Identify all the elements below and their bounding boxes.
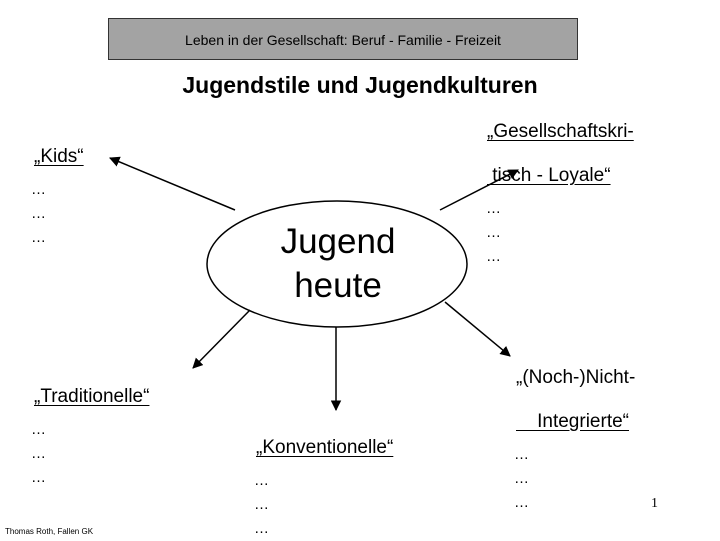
footer-author: Thomas Roth, Fallen GK	[5, 527, 94, 536]
list-item: …	[31, 445, 46, 462]
konventionelle-label: „Konventionelle“	[256, 437, 394, 458]
kids-items: … … …	[31, 178, 46, 250]
kids-label: „Kids“	[34, 146, 84, 167]
page-number: 1	[651, 496, 658, 511]
list-item: …	[31, 469, 46, 486]
traditionelle-label: „Traditionelle“	[34, 386, 150, 407]
center-ellipse	[206, 200, 468, 328]
arrow-to-kritisch	[439, 169, 519, 211]
header-text: Leben in der Gesellschaft: Beruf - Famil…	[185, 32, 501, 48]
list-item: …	[31, 421, 46, 438]
center-label: Jugend heute	[228, 220, 448, 308]
traditionelle-items: … … …	[31, 418, 46, 490]
list-item: …	[514, 446, 529, 463]
list-item: …	[254, 520, 269, 537]
list-item: …	[31, 229, 46, 246]
nichtintegrierte-label-line-2: Integrierte“	[516, 411, 629, 432]
arrow-to-kids	[109, 156, 236, 211]
list-item: …	[514, 494, 529, 511]
list-item: …	[254, 472, 269, 489]
list-item: …	[486, 248, 501, 265]
list-item: …	[514, 470, 529, 487]
list-item: …	[254, 496, 269, 513]
header-banner: Leben in der Gesellschaft: Beruf - Famil…	[108, 18, 578, 60]
arrow-to-nichtintegrierte	[444, 301, 511, 357]
list-item: …	[31, 205, 46, 222]
kritisch-items: … … …	[486, 197, 501, 269]
center-line-2: heute	[294, 266, 382, 305]
nichtintegrierte-label-line-1: „(Noch-)Nicht-	[516, 367, 636, 388]
list-item: …	[31, 181, 46, 198]
nichtintegrierte-items: … … …	[514, 443, 529, 515]
konventionelle-items: … … …	[254, 469, 269, 541]
slide-title: Jugendstile und Jugendkulturen	[182, 72, 538, 98]
center-line-1: Jugend	[280, 222, 396, 261]
kritisch-label-line-2: tisch - Loyale“	[487, 165, 611, 186]
list-item: …	[486, 200, 501, 217]
kritisch-label-line-1: „Gesellschaftskri-	[487, 121, 634, 142]
arrow-to-traditionelle	[192, 309, 251, 369]
list-item: …	[486, 224, 501, 241]
